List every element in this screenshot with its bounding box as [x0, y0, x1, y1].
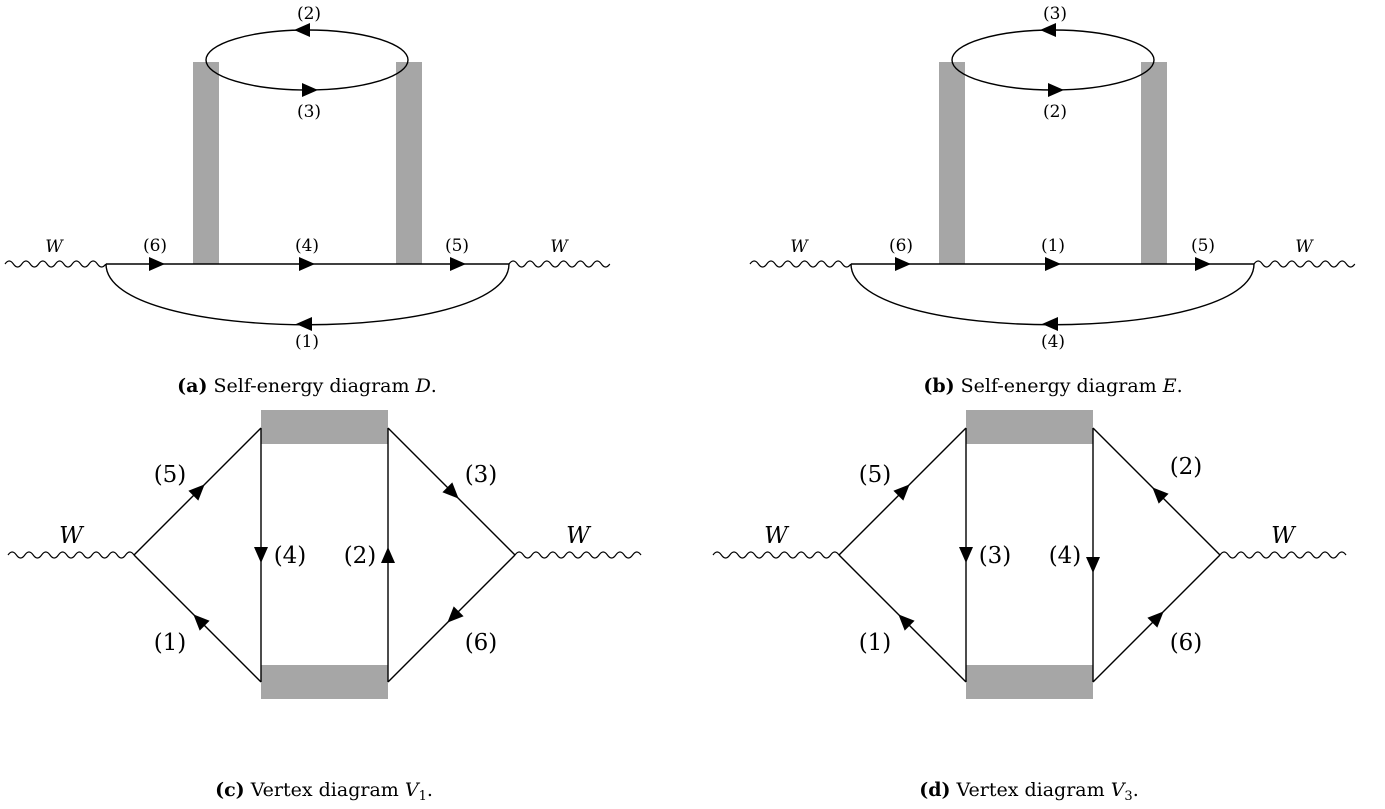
label-upper-right: (2)	[1170, 454, 1203, 480]
w-boson-right	[1219, 551, 1347, 559]
external-label-right: W	[1295, 237, 1314, 257]
label-lower-left: (1)	[859, 630, 892, 656]
arrow-4	[254, 547, 268, 563]
label-bottom: (4)	[1041, 332, 1065, 352]
label-upper-left: (5)	[154, 462, 187, 488]
interaction-block-right	[396, 62, 422, 264]
external-label-right: W	[1271, 523, 1297, 549]
panel-b-self-energy-diagram-E: (3) (2) (6) (1) (5) (4) W W (b) Self-ene…	[749, 4, 1356, 397]
caption-b: (b) Self-energy diagram E.	[923, 375, 1182, 397]
external-label-left: W	[45, 237, 64, 257]
w-boson-right	[508, 260, 611, 268]
label-left: (6)	[143, 236, 167, 256]
w-boson-right	[1253, 260, 1356, 268]
w-boson-right	[514, 551, 642, 559]
interaction-block-bottom	[966, 665, 1093, 699]
panel-a-self-energy-diagram-D: (2) (3) (6) (4) (5) (1) W W (a) Self-ene…	[4, 4, 611, 397]
w-boson-left	[749, 260, 852, 268]
interaction-block-top	[966, 410, 1093, 444]
interaction-block-right	[1141, 62, 1167, 264]
label-bottom: (1)	[295, 332, 319, 352]
caption-a: (a) Self-energy diagram D.	[177, 375, 437, 397]
external-label-left: W	[790, 237, 809, 257]
label-right: (5)	[445, 236, 469, 256]
arrow-3	[959, 547, 973, 563]
fermion-loop	[205, 29, 409, 91]
arrow-arc-4	[1042, 317, 1058, 331]
external-label-left: W	[59, 523, 85, 549]
w-boson-left	[7, 551, 135, 559]
label-top: (2)	[297, 4, 321, 24]
label-upper-left: (5)	[859, 462, 892, 488]
caption-d: (d) Vertex diagram V3.	[919, 779, 1139, 804]
label-lower-right: (6)	[465, 630, 498, 656]
label-top: (3)	[1043, 4, 1067, 24]
panel-c-vertex-diagram-V1: (5) (1) (4) (2) (3) (6) W W (c) Vertex d…	[7, 410, 642, 804]
external-label-left: W	[764, 523, 790, 549]
label-middle: (1)	[1041, 236, 1065, 256]
label-left: (6)	[889, 236, 913, 256]
label-inner-right: (2)	[344, 543, 377, 569]
interaction-block-bottom	[261, 665, 388, 699]
arrow-loop-bottom-right	[302, 83, 318, 97]
external-label-right: W	[566, 523, 592, 549]
w-boson-left	[4, 260, 107, 268]
arrow-arc-1	[296, 317, 312, 331]
label-lower-left: (1)	[154, 630, 187, 656]
arrow-line-1	[1045, 257, 1061, 271]
label-inner-left: (4)	[274, 543, 307, 569]
label-loop-bottom: (2)	[1043, 102, 1067, 122]
arrow-2	[381, 547, 395, 563]
arrow-line-6	[895, 257, 911, 271]
label-inner-right: (4)	[1049, 543, 1082, 569]
fermion-loop	[951, 29, 1155, 91]
arrow-loop-top-left	[1040, 23, 1056, 37]
interaction-block-left	[939, 62, 965, 264]
label-lower-right: (6)	[1170, 630, 1203, 656]
label-right: (5)	[1191, 236, 1215, 256]
caption-c: (c) Vertex diagram V1.	[215, 779, 433, 804]
fermion-arc-bottom	[105, 263, 510, 326]
label-inner-left: (3)	[979, 543, 1012, 569]
panel-d-vertex-diagram-V3: (5) (1) (3) (4) (2) (6) W W (d) Vertex d…	[712, 410, 1347, 804]
arrow-line-6	[149, 257, 165, 271]
arrow-loop-top-left	[294, 23, 310, 37]
interaction-block-top	[261, 410, 388, 444]
arrow-4	[1086, 557, 1100, 573]
external-label-right: W	[550, 237, 569, 257]
arrow-line-5	[1195, 257, 1211, 271]
arrow-line-4	[299, 257, 315, 271]
label-upper-right: (3)	[465, 462, 498, 488]
arrow-line-5	[450, 257, 466, 271]
interaction-block-left	[193, 62, 219, 264]
fermion-arc-bottom	[850, 263, 1255, 326]
w-boson-left	[712, 551, 840, 559]
label-loop-bottom: (3)	[297, 102, 321, 122]
arrow-loop-bottom-right	[1048, 83, 1064, 97]
label-middle: (4)	[295, 236, 319, 256]
